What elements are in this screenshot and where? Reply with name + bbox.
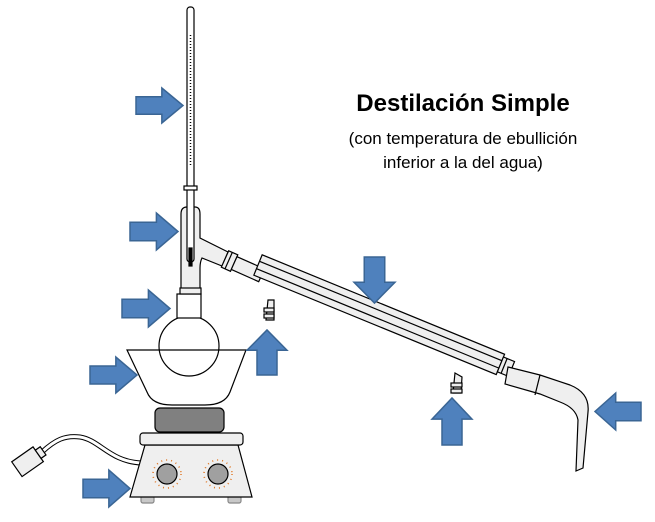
heating-pad [154, 407, 225, 433]
power-plug [10, 445, 47, 478]
water-outlet-nozzle [450, 372, 463, 394]
hotplate-body [129, 444, 253, 498]
arrow-right-distillation-head-icon [129, 211, 180, 252]
heating-bowl [126, 349, 247, 406]
arrow-right-hotplate-icon [82, 468, 132, 509]
round-bottom-flask [158, 315, 220, 377]
thermometer [183, 6, 198, 267]
hotplate-top [139, 432, 244, 446]
diagram-title: Destilación Simple [356, 90, 570, 117]
diagram-subtitle-line1: (con temperatura de ebullición [348, 129, 578, 148]
distillation-adapter [504, 366, 589, 472]
arrow-down-condenser-icon [352, 256, 397, 305]
arrow-right-thermometer-icon [135, 86, 185, 125]
arrow-left-adapter-icon [593, 391, 642, 432]
arrow-group [82, 86, 642, 509]
stirring-knob[interactable] [207, 463, 229, 485]
temperature-knob[interactable] [156, 463, 178, 485]
arrow-right-flask-neck-icon [121, 288, 172, 329]
water-inlet-nozzle [263, 299, 275, 321]
arrow-up-water-outlet-icon [430, 396, 474, 446]
diagram-subtitle-line2: inferior a la del agua) [383, 153, 543, 172]
flask-neck [176, 293, 202, 319]
arrow-up-water-inlet-icon [245, 328, 289, 376]
arrow-right-heating-bowl-icon [89, 355, 139, 395]
liebig-condenser [253, 254, 516, 378]
